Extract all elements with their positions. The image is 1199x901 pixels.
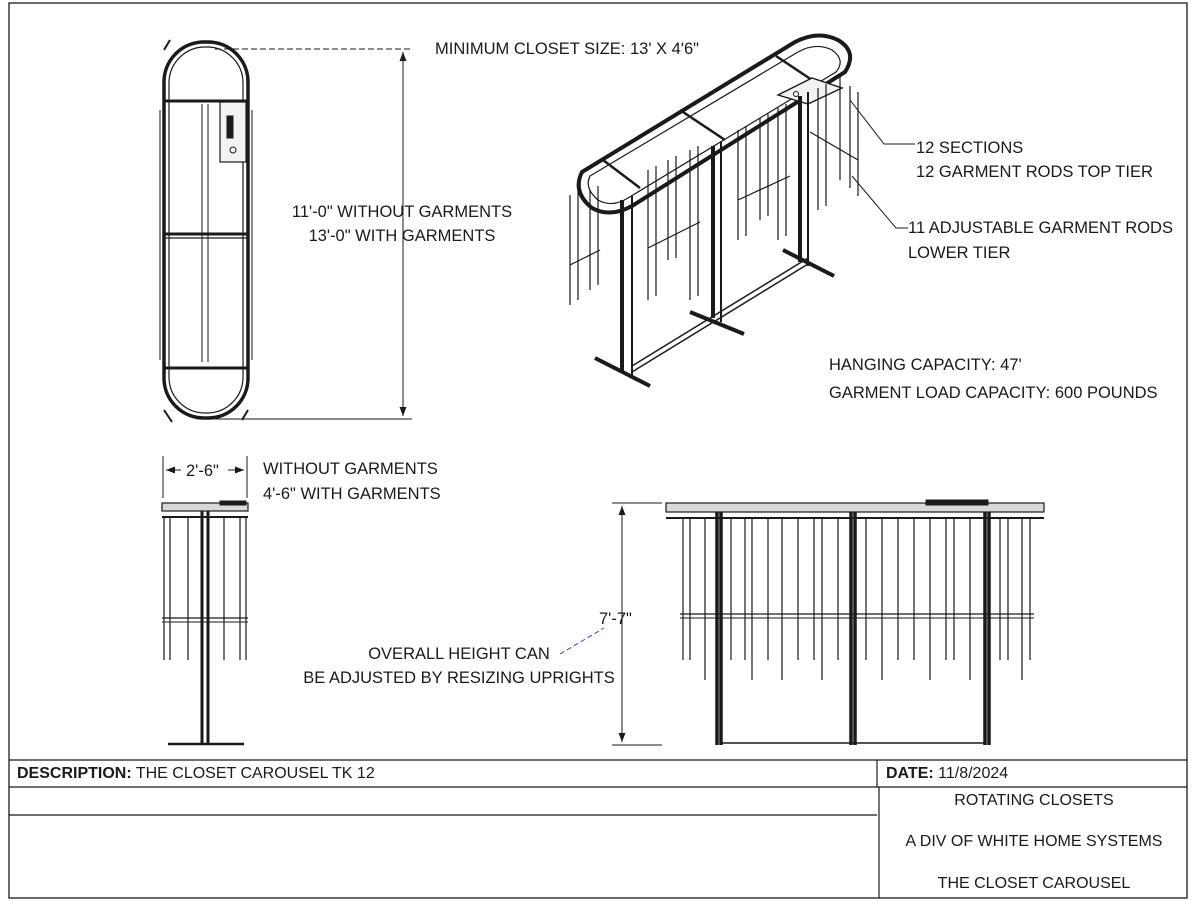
- title-block-lines: [9, 759, 1187, 898]
- description-value: THE CLOSET CAROUSEL TK 12: [135, 765, 375, 782]
- width-dimension: [162, 456, 248, 498]
- date-field: DATE: 11/8/2024: [886, 764, 1008, 784]
- description-field: DESCRIPTION: THE CLOSET CAROUSEL TK 12: [17, 764, 375, 784]
- date-label: DATE:: [886, 765, 934, 782]
- end-view: [161, 500, 249, 746]
- load-capacity-label: GARMENT LOAD CAPACITY: 600 POUNDS: [829, 384, 1158, 402]
- height-note-line-1: OVERALL HEIGHT CAN: [368, 645, 550, 663]
- height-dimension: [559, 502, 662, 746]
- adjustable-rods-label: 11 ADJUSTABLE GARMENT RODS: [908, 219, 1173, 237]
- company-line-2: A DIV OF WHITE HOME SYSTEMS: [905, 833, 1163, 850]
- date-value: 11/8/2024: [938, 765, 1009, 782]
- length-without-garments-label: 11'-0" WITHOUT GARMENTS: [291, 203, 513, 221]
- sections-label: 12 SECTIONS: [916, 139, 1024, 157]
- isometric-view: [569, 33, 859, 388]
- height-note-line-2: BE ADJUSTED BY RESIZING UPRIGHTS: [303, 669, 615, 687]
- sheet-border: [8, 2, 1188, 899]
- company-line-3: THE CLOSET CAROUSEL: [937, 875, 1131, 892]
- description-label: DESCRIPTION:: [17, 765, 132, 782]
- lower-tier-label: LOWER TIER: [908, 244, 1011, 262]
- company-line-1: ROTATING CLOSETS: [954, 792, 1114, 809]
- top-view: [159, 39, 253, 423]
- width-without-garments-label: WITHOUT GARMENTS: [263, 460, 438, 478]
- height-dimension-label: 7'-7": [599, 610, 632, 628]
- front-view: [665, 499, 1045, 745]
- garment-rods-top-label: 12 GARMENT RODS TOP TIER: [916, 163, 1153, 181]
- length-dimension: [215, 48, 412, 420]
- length-with-garments-label: 13'-0" WITH GARMENTS: [308, 227, 496, 245]
- hanging-capacity-label: HANGING CAPACITY: 47': [829, 356, 1022, 374]
- width-with-garments-label: 4'-6" WITH GARMENTS: [263, 485, 441, 503]
- leader-lines: [849, 99, 915, 229]
- width-dimension-label: 2'-6": [186, 462, 219, 480]
- minimum-closet-size-label: MINIMUM CLOSET SIZE: 13' X 4'6": [435, 40, 699, 58]
